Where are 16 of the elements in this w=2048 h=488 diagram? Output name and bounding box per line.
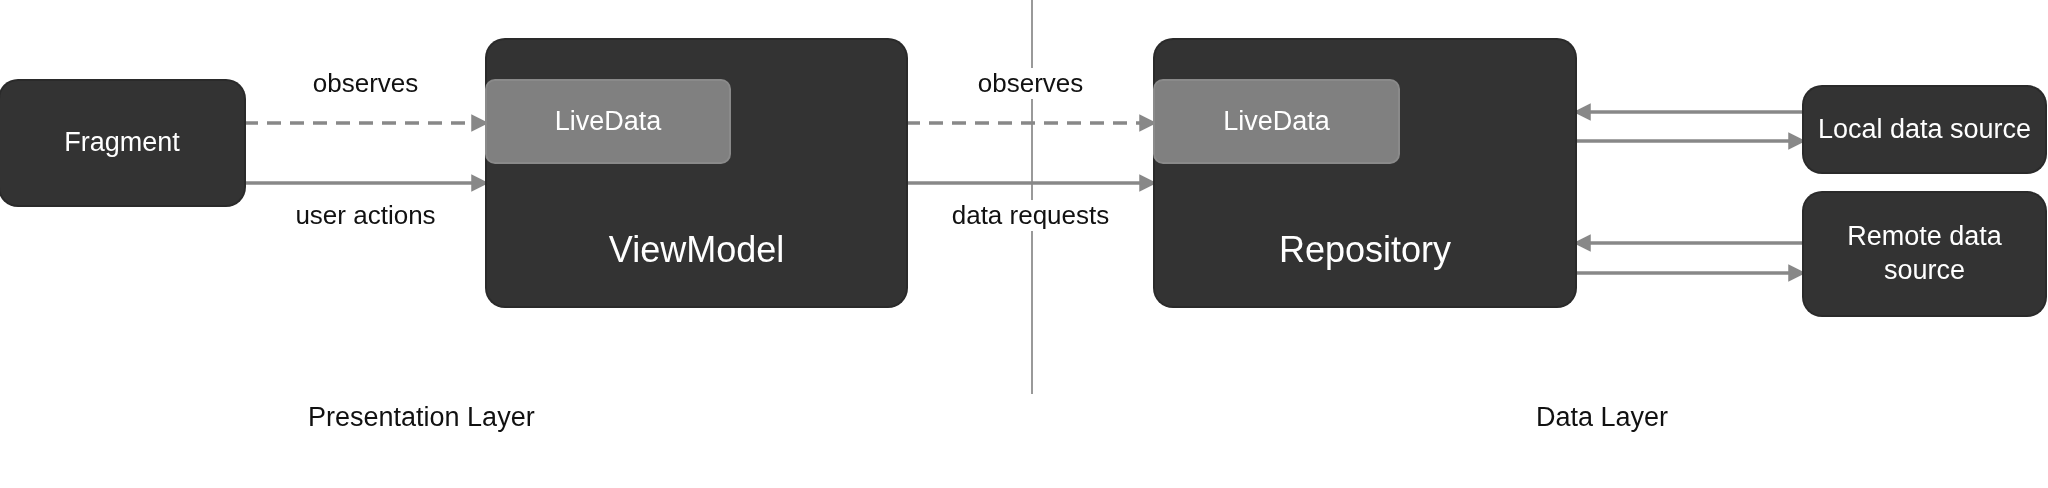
layer-caption: Presentation Layer (308, 402, 535, 433)
node-label: LiveData (1223, 104, 1330, 138)
node-label: ViewModel (608, 228, 785, 272)
component-box (1804, 87, 2045, 172)
node-label: Remote data source (1846, 220, 2003, 287)
component-box (1804, 193, 2045, 315)
node-label: Repository (1278, 228, 1452, 272)
node-label: Local data source (1817, 112, 2032, 146)
node-label: Fragment (64, 126, 180, 160)
component-box (0, 81, 244, 205)
layer-caption: Data Layer (1536, 402, 1669, 433)
livedata-box (1155, 81, 1398, 162)
livedata-box (487, 81, 729, 162)
component-box (1155, 40, 1575, 306)
component-box (487, 40, 906, 306)
node-label: LiveData (554, 104, 662, 138)
